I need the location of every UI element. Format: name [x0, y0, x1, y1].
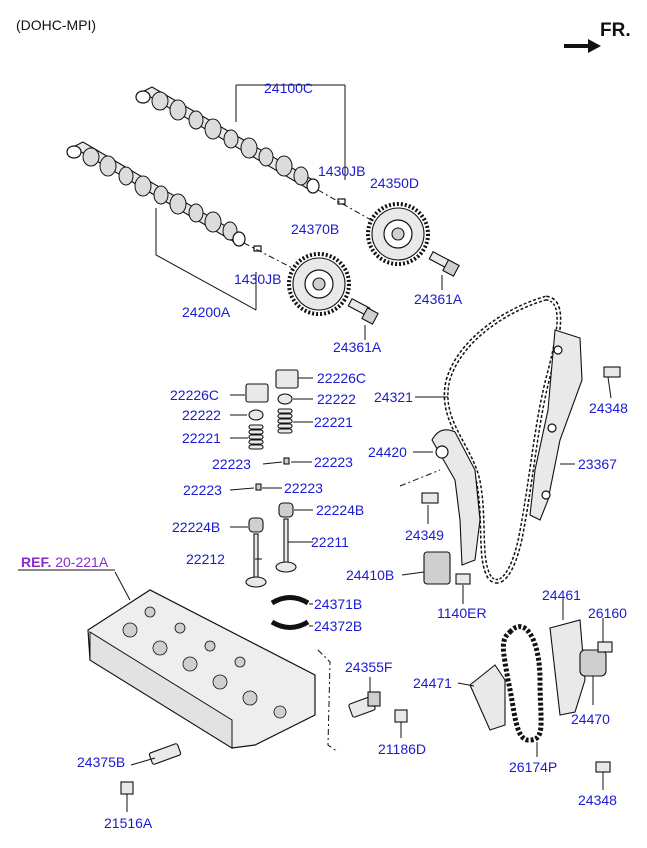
dowel-pin-lower[interactable] [253, 245, 262, 252]
cvvt-assembly-intake[interactable] [366, 202, 430, 266]
label-24470[interactable]: 24470 [571, 711, 610, 727]
tappet-left[interactable] [245, 383, 269, 403]
label-1140ER[interactable]: 1140ER [437, 605, 487, 621]
label-22212[interactable]: 22212 [186, 551, 225, 567]
label-24420[interactable]: 24420 [368, 444, 407, 460]
label-24355F[interactable]: 24355F [345, 659, 392, 675]
cvvt-bolt-lower[interactable] [347, 298, 379, 325]
label-21186D[interactable]: 21186D [378, 741, 426, 757]
oil-pump-chain-guide[interactable] [549, 619, 586, 716]
label-22223-d[interactable]: 22223 [284, 480, 323, 496]
label-22224B-right[interactable]: 22224B [316, 502, 364, 518]
reference-code: 20-221A [55, 554, 109, 570]
timing-chain-guide[interactable] [529, 329, 583, 521]
label-24200A[interactable]: 24200A [182, 304, 231, 320]
label-24361A-upper[interactable]: 24361A [414, 291, 463, 307]
bolt-21516A[interactable] [120, 781, 134, 795]
valve-cotter-b[interactable] [255, 483, 262, 491]
intake-valve[interactable] [245, 533, 267, 588]
label-1430JB-upper[interactable]: 1430JB [318, 163, 365, 179]
oil-pump-chain[interactable] [500, 624, 544, 743]
label-24348-upper[interactable]: 24348 [589, 400, 628, 416]
label-24461[interactable]: 24461 [542, 587, 581, 603]
valve-seal-right[interactable] [278, 502, 294, 518]
label-24349[interactable]: 24349 [405, 527, 444, 543]
label-24410B[interactable]: 24410B [346, 567, 394, 583]
label-22221-right[interactable]: 22221 [314, 414, 353, 430]
label-24370B[interactable]: 24370B [291, 221, 339, 237]
label-23367[interactable]: 23367 [578, 456, 617, 472]
cylinder-head [87, 589, 316, 749]
oil-pump-tensioner[interactable] [579, 649, 607, 677]
oil-pump-tensioner-arm[interactable] [469, 664, 506, 731]
label-26174P[interactable]: 26174P [509, 759, 557, 775]
label-24321[interactable]: 24321 [374, 389, 413, 405]
label-22223-c[interactable]: 22223 [183, 482, 222, 498]
label-24372B[interactable]: 24372B [314, 618, 362, 634]
timing-chain-tensioner-arm[interactable] [431, 429, 481, 566]
guide-bolt-upper[interactable] [603, 366, 621, 378]
engine-title: (DOHC-MPI) [16, 17, 96, 33]
label-24348-lower[interactable]: 24348 [578, 792, 617, 808]
label-22223-b[interactable]: 22223 [314, 454, 353, 470]
cvvt-bolt-upper[interactable] [428, 251, 460, 277]
label-24350D[interactable]: 24350D [370, 175, 419, 191]
label-24471[interactable]: 24471 [413, 675, 452, 691]
exhaust-camshaft[interactable] [66, 141, 246, 247]
label-22223-a[interactable]: 22223 [212, 456, 251, 472]
valve-spring-right[interactable] [277, 408, 293, 434]
bolt-21186D[interactable] [394, 709, 408, 723]
label-24375B[interactable]: 24375B [77, 754, 125, 770]
guide-bolt-lower[interactable] [595, 761, 611, 773]
label-22211[interactable]: 22211 [311, 534, 349, 550]
bearing-lower[interactable] [270, 619, 310, 630]
retainer-left[interactable] [248, 409, 264, 421]
label-24361A-lower[interactable]: 24361A [333, 339, 382, 355]
label-22221-left[interactable]: 22221 [182, 430, 221, 446]
chain-tensioner[interactable] [423, 551, 451, 585]
label-22222-right[interactable]: 22222 [317, 391, 356, 407]
retainer-right[interactable] [277, 393, 293, 405]
label-22226C-right[interactable]: 22226C [317, 370, 366, 386]
label-21516A[interactable]: 21516A [104, 815, 153, 831]
cvvt-assembly-exhaust[interactable] [287, 252, 351, 316]
label-24100C[interactable]: 24100C [264, 80, 313, 96]
front-direction-arrow-icon [564, 39, 601, 53]
valve-spring-left[interactable] [248, 424, 264, 450]
bolt-26160[interactable] [597, 641, 613, 653]
label-26160[interactable]: 26160 [588, 605, 627, 621]
cam-position-sensor[interactable] [148, 743, 182, 765]
label-24371B[interactable]: 24371B [314, 596, 362, 612]
tappet-right[interactable] [275, 369, 299, 389]
timing-chain[interactable] [443, 295, 562, 584]
bearing-upper[interactable] [270, 595, 310, 606]
label-22226C-left[interactable]: 22226C [170, 387, 219, 403]
label-22222-left[interactable]: 22222 [182, 407, 221, 423]
label-22224B-left[interactable]: 22224B [172, 519, 220, 535]
bolt-1140ER[interactable] [455, 573, 471, 585]
reference-prefix: REF. [21, 554, 51, 570]
valve-seal-left[interactable] [248, 517, 264, 533]
exhaust-valve[interactable] [275, 518, 297, 573]
front-direction-label: FR. [600, 20, 631, 41]
valve-cotter-a[interactable] [283, 457, 290, 465]
oil-control-valve[interactable] [348, 691, 381, 718]
tensioner-arm-bolt[interactable] [421, 492, 439, 504]
intake-camshaft[interactable] [135, 86, 320, 194]
reference-link[interactable]: REF. 20-221A [21, 554, 109, 570]
label-1430JB-lower[interactable]: 1430JB [234, 271, 281, 287]
